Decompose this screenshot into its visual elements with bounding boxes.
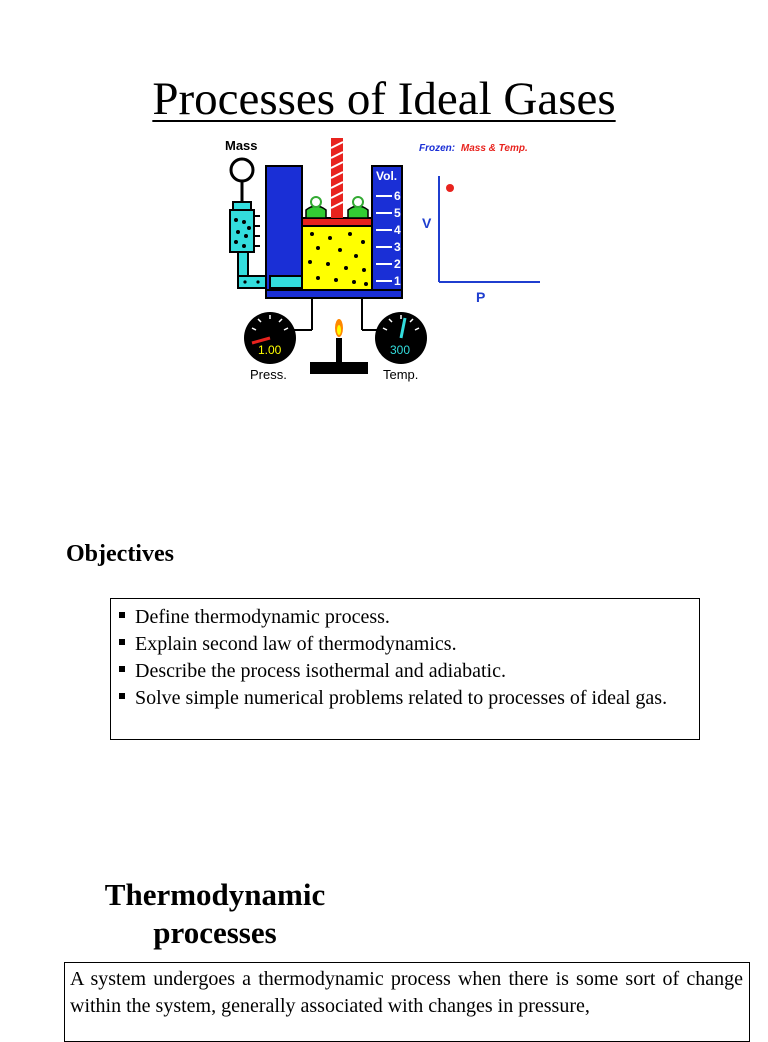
syringe xyxy=(229,209,255,253)
objective-text: Describe the process isothermal and adia… xyxy=(135,660,506,682)
objective-text: Solve simple numerical problems related … xyxy=(135,687,668,709)
graph-p-label: P xyxy=(476,289,485,305)
pressure-label: Press. xyxy=(250,367,287,382)
volume-scale xyxy=(371,165,403,299)
temperature-value: 300 xyxy=(390,343,410,357)
volume-tick-5: 5 xyxy=(394,206,401,220)
volume-tick-3: 3 xyxy=(394,240,401,254)
gas-process-figure: Mass xyxy=(200,130,560,390)
bullet-icon xyxy=(119,666,125,672)
objectives-list: Define thermodynamic process. Explain se… xyxy=(117,604,693,712)
gas-apparatus-diagram: Mass xyxy=(225,138,540,382)
volume-label: Vol. xyxy=(376,169,397,183)
objectives-box: Define thermodynamic process. Explain se… xyxy=(110,598,700,740)
definition-box: A system undergoes a thermodynamic proce… xyxy=(64,962,750,1042)
frozen-label: Frozen: xyxy=(419,143,455,154)
gas-molecules xyxy=(308,232,368,286)
bullet-icon xyxy=(119,639,125,645)
frozen-value: Mass & Temp. xyxy=(461,143,528,154)
page-title: Processes of Ideal Gases xyxy=(152,73,616,125)
pressure-value: 1.00 xyxy=(258,343,282,357)
mass-label: Mass xyxy=(225,138,258,153)
temperature-label: Temp. xyxy=(383,367,418,382)
mass-ring xyxy=(229,157,255,183)
objectives-heading: Objectives xyxy=(66,541,174,567)
section-heading-line1: Thermodynamic xyxy=(104,877,326,912)
piston-rod xyxy=(331,138,343,218)
section-heading: Thermodynamic processes xyxy=(70,876,360,952)
piston xyxy=(301,217,373,227)
volume-tick-1: 1 xyxy=(394,274,401,288)
burner-base xyxy=(310,362,368,374)
temperature-needle xyxy=(399,317,407,339)
bullet-icon xyxy=(119,612,125,618)
objective-item: Solve simple numerical problems related … xyxy=(117,685,693,712)
objective-item: Describe the process isothermal and adia… xyxy=(117,658,693,685)
definition-text: A system undergoes a thermodynamic proce… xyxy=(70,968,743,1017)
section-heading-line2: processes xyxy=(153,915,277,950)
svg-text:Frozen: Mass & Temp.: Frozen: Mass & Temp. xyxy=(419,143,528,154)
volume-tick-2: 2 xyxy=(394,257,401,271)
bullet-icon xyxy=(119,693,125,699)
pressure-needle xyxy=(251,336,271,345)
objective-item: Define thermodynamic process. xyxy=(117,604,693,631)
objective-item: Explain second law of thermodynamics. xyxy=(117,631,693,658)
graph-state-point xyxy=(446,184,454,192)
volume-tick-4: 4 xyxy=(394,223,401,237)
graph-v-label: V xyxy=(422,215,432,231)
objective-text: Define thermodynamic process. xyxy=(135,606,390,628)
objective-text: Explain second law of thermodynamics. xyxy=(135,633,457,655)
volume-tick-6: 6 xyxy=(394,189,401,203)
